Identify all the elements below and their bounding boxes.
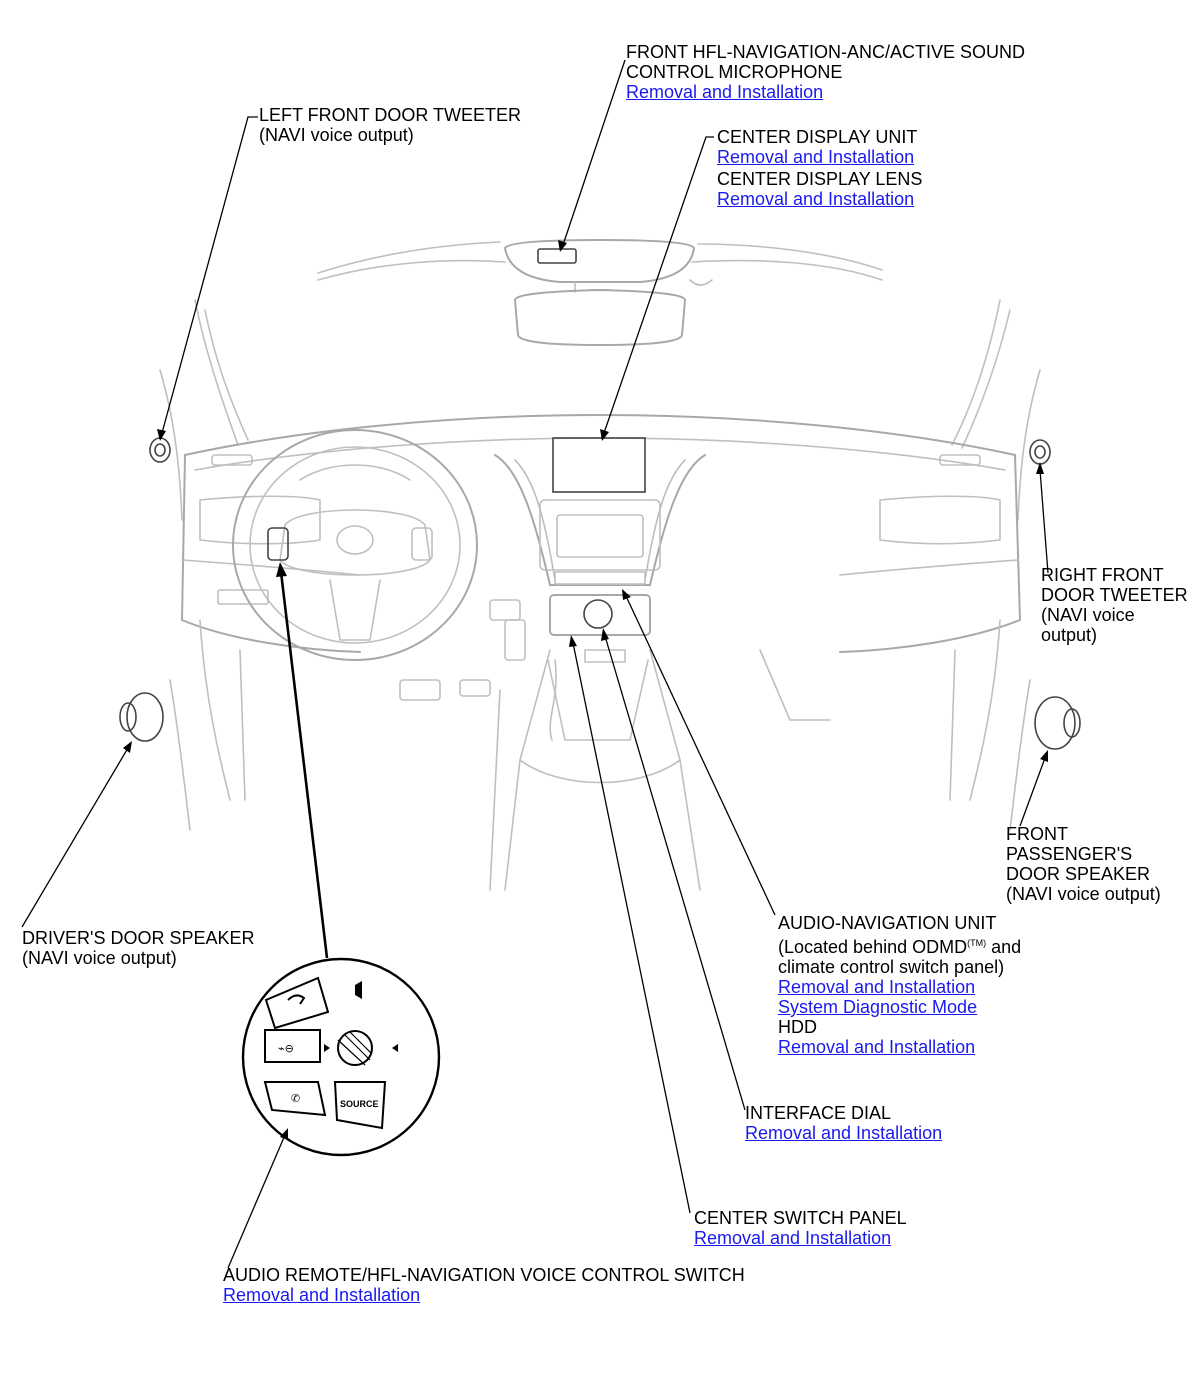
right-tweeter-title-line1: RIGHT FRONT bbox=[1041, 565, 1164, 585]
center-display-label: CENTER DISPLAY UNIT Removal and Installa… bbox=[717, 127, 922, 209]
passenger-speaker-title-line3: DOOR SPEAKER bbox=[1006, 864, 1151, 884]
steering-switch-left bbox=[267, 527, 289, 561]
audio-nav-location-line1: (Located behind ODMD(TM) and bbox=[778, 933, 1021, 957]
center-switch-panel bbox=[549, 594, 651, 636]
steering-wheel bbox=[232, 429, 478, 661]
driver-speaker-title: DRIVER'S DOOR SPEAKER bbox=[22, 928, 255, 948]
source-button-label: SOURCE bbox=[340, 1099, 379, 1109]
hdd-title: HDD bbox=[778, 1017, 817, 1037]
center-display-unit-title: CENTER DISPLAY UNIT bbox=[717, 127, 918, 147]
center-display-lens-title: CENTER DISPLAY LENS bbox=[717, 169, 923, 189]
rear-view-mirror bbox=[514, 279, 713, 346]
center-switch-label: CENTER SWITCH PANEL Removal and Installa… bbox=[694, 1208, 907, 1248]
audio-nav-label: AUDIO-NAVIGATION UNIT (Located behind OD… bbox=[778, 913, 1021, 1057]
remote-switch-removal-link[interactable]: Removal and Installation bbox=[223, 1285, 421, 1305]
source-button bbox=[333, 1081, 387, 1130]
microphone-body bbox=[537, 248, 577, 264]
audio-nav-removal-link[interactable]: Removal and Installation bbox=[778, 977, 976, 997]
center-display-unit-removal-link[interactable]: Removal and Installation bbox=[717, 147, 915, 167]
selector-knob bbox=[337, 1030, 373, 1066]
right-tweeter-subtitle-line1: (NAVI voice bbox=[1041, 605, 1135, 625]
driver-speaker-label: DRIVER'S DOOR SPEAKER (NAVI voice output… bbox=[22, 928, 255, 968]
right-tweeter-title-line2: DOOR TWEETER bbox=[1041, 585, 1188, 605]
center-display-screen bbox=[552, 437, 646, 493]
left-tweeter bbox=[149, 437, 171, 463]
audio-nav-location-line2: climate control switch panel) bbox=[778, 957, 1005, 977]
phone-button bbox=[264, 1029, 321, 1063]
remote-switch-title: AUDIO REMOTE/HFL-NAVIGATION VOICE CONTRO… bbox=[223, 1265, 745, 1285]
driver-speaker-subtitle: (NAVI voice output) bbox=[22, 948, 177, 968]
right-tweeter-subtitle-line2: output) bbox=[1041, 625, 1098, 645]
right-tweeter bbox=[1029, 439, 1051, 465]
talk-button bbox=[264, 976, 330, 1030]
microphone-label: FRONT HFL-NAVIGATION-ANC/ACTIVE SOUND CO… bbox=[626, 42, 1025, 102]
interface-dial-label: INTERFACE DIAL Removal and Installation bbox=[745, 1103, 942, 1143]
svg-text:✆: ✆ bbox=[291, 1092, 300, 1105]
microphone-removal-link[interactable]: Removal and Installation bbox=[626, 82, 824, 102]
leader-lines bbox=[21, 59, 1049, 1269]
center-switch-title: CENTER SWITCH PANEL bbox=[694, 1208, 907, 1228]
interface-dial-removal-link[interactable]: Removal and Installation bbox=[745, 1123, 943, 1143]
lower-dash bbox=[169, 599, 1031, 831]
audio-nav-location-text: (Located behind ODMD bbox=[778, 937, 968, 957]
audio-nav-diagnostic-link[interactable]: System Diagnostic Mode bbox=[778, 997, 978, 1017]
left-tweeter-subtitle: (NAVI voice output) bbox=[259, 125, 414, 145]
audio-nav-title: AUDIO-NAVIGATION UNIT bbox=[778, 913, 997, 933]
center-display-lens-removal-link[interactable]: Removal and Installation bbox=[717, 189, 915, 209]
passenger-speaker-subtitle: (NAVI voice output) bbox=[1006, 884, 1161, 904]
center-switch-removal-link[interactable]: Removal and Installation bbox=[694, 1228, 892, 1248]
left-tweeter-label: LEFT FRONT DOOR TWEETER (NAVI voice outp… bbox=[259, 105, 521, 145]
overhead-console bbox=[504, 239, 695, 293]
passenger-speaker-title-line1: FRONT bbox=[1006, 824, 1068, 844]
center-stack bbox=[489, 437, 706, 891]
dashboard-outline bbox=[181, 414, 1021, 653]
passenger-speaker-label: FRONT PASSENGER'S DOOR SPEAKER (NAVI voi… bbox=[1006, 824, 1161, 904]
voice-button bbox=[263, 1081, 327, 1117]
audio-nav-location-and: and bbox=[986, 937, 1022, 957]
left-tweeter-title: LEFT FRONT DOOR TWEETER bbox=[259, 105, 522, 125]
interface-dial-title: INTERFACE DIAL bbox=[745, 1103, 892, 1123]
svg-text:⌁⊖: ⌁⊖ bbox=[278, 1042, 294, 1055]
hdd-removal-link[interactable]: Removal and Installation bbox=[778, 1037, 976, 1057]
passenger-speaker-title-line2: PASSENGER'S bbox=[1006, 844, 1133, 864]
trademark-mark: (TM) bbox=[967, 938, 987, 948]
passenger-door-speaker bbox=[1034, 696, 1081, 750]
microphone-title-line1: FRONT HFL-NAVIGATION-ANC/ACTIVE SOUND bbox=[626, 42, 1026, 62]
remote-switch-label: AUDIO REMOTE/HFL-NAVIGATION VOICE CONTRO… bbox=[223, 1265, 745, 1305]
windshield-outline bbox=[159, 241, 1041, 521]
interface-dial-knob bbox=[583, 599, 613, 629]
right-tweeter-label: RIGHT FRONT DOOR TWEETER (NAVI voice out… bbox=[1041, 565, 1188, 645]
driver-door-speaker bbox=[119, 692, 164, 742]
microphone-title-line2: CONTROL MICROPHONE bbox=[626, 62, 843, 82]
remote-switch-inset: ⌁⊖ ✆ SOURCE bbox=[241, 957, 441, 1157]
